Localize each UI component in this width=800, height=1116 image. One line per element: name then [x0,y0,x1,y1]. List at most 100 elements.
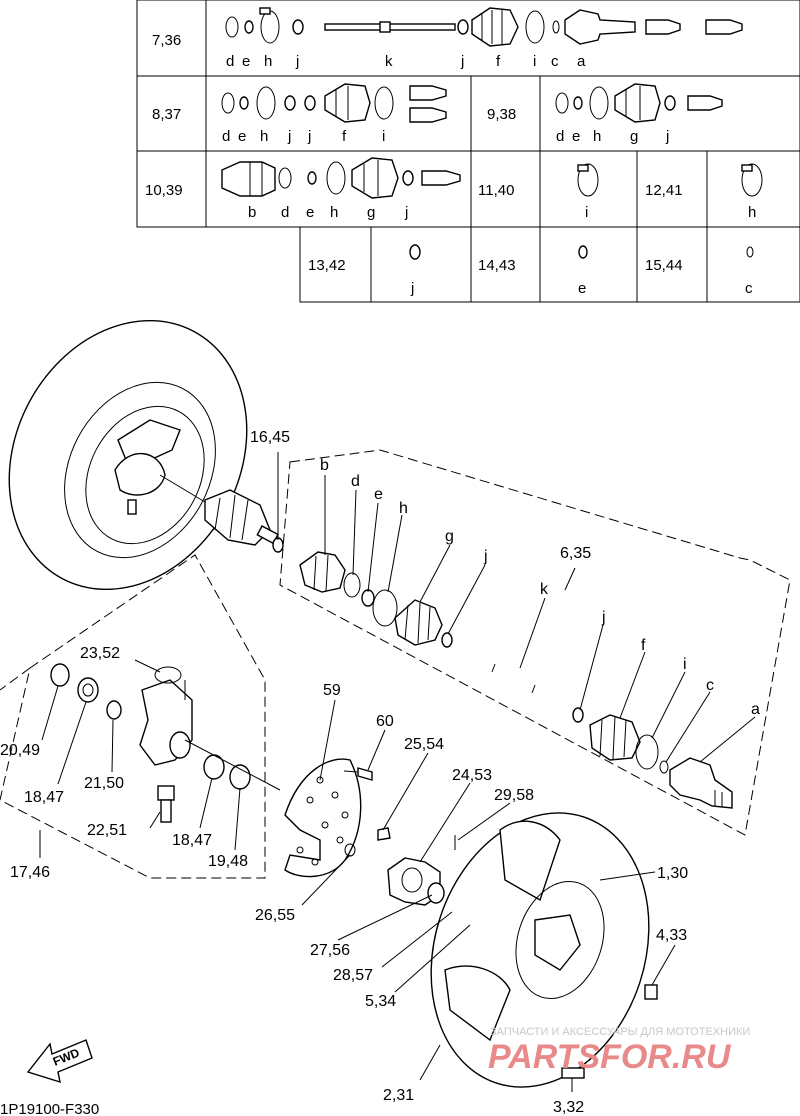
row-letter: h [260,128,268,145]
callout-23-52: 23,52 [80,645,120,662]
table-ref: 7,36 [152,32,181,49]
row-9-parts [555,83,723,123]
callout-24-53: 24,53 [452,767,492,784]
callout-c: c [706,677,714,694]
table-ref: 13,42 [308,257,346,274]
row-letter: j [287,128,291,145]
ring-d [343,572,361,598]
row-letter: b [248,204,256,221]
callout-60: 60 [376,713,394,730]
callout-k: k [540,581,549,598]
callout-j-2: j [601,609,606,626]
row-letter: i [585,204,588,221]
row-letter: j [665,128,669,145]
row-letter: j [307,128,311,145]
row-letter: h [264,53,272,70]
knuckle-assembly [0,554,281,879]
callout-59: 59 [323,682,341,699]
callout-26-55: 26,55 [255,907,295,924]
row-letter: j [410,280,414,297]
fwd-arrow: FWD [26,1039,93,1084]
callout-16-45: 16,45 [250,429,290,446]
row-letter: j [295,53,299,70]
row-7-parts [225,7,743,47]
table-ref: 10,39 [145,182,183,199]
callout-j: j [483,548,488,565]
row-letter: j [460,53,464,70]
callout-d: d [351,473,360,490]
callout-20-49: 20,49 [0,742,40,759]
callout-25-54: 25,54 [404,736,444,753]
row-10-parts [221,157,461,199]
row-letter: c [745,280,753,297]
bearing [77,677,99,703]
row-letter: e [306,204,314,221]
wheel-upper-left [8,319,279,591]
row-letter: d [222,128,230,145]
callout-e: e [374,486,383,503]
row-letter: a [577,53,586,70]
row-letter: i [533,53,536,70]
callout-21-50: 21,50 [84,775,124,792]
band-h [372,589,398,627]
boot-g [394,599,443,646]
row-letter: h [593,128,601,145]
callout-19-48: 19,48 [208,853,248,870]
callout-g: g [445,528,454,545]
callout-18-47: 18,47 [24,789,64,806]
wheel-lower-right [430,812,658,1088]
brake-disc [284,758,373,878]
row-letter: f [342,128,347,145]
row-letter: e [578,280,586,297]
table-ref: 9,38 [487,106,516,123]
disc-bolt [357,767,373,781]
callout-22-51: 22,51 [87,822,127,839]
callout-6-35: 6,35 [560,545,591,562]
washer [427,882,445,904]
watermark-logo: PARTSFOR.RU [488,1038,732,1076]
leader-lines [39,452,756,1092]
row-letter: d [281,204,289,221]
valve [561,1067,585,1079]
row-8-parts [221,83,447,123]
ball-joint [157,785,175,801]
row-15-part [746,246,754,258]
washer-e [361,589,375,607]
row-letter: k [385,53,393,70]
callout-27-56: 27,56 [310,942,350,959]
row-letter: g [630,128,638,145]
row-letter: e [572,128,580,145]
row-letter: c [551,53,559,70]
callout-1-30: 1,30 [657,865,688,882]
row-letter: j [404,204,408,221]
row-letter: i [382,128,385,145]
legend-table: 7,36 8,37 9,38 10,39 11,40 12,41 13,42 1… [136,0,800,303]
drawing-code: 1P19100-F330 [0,1101,99,1116]
row-letter: e [238,128,246,145]
callout-f: f [641,637,646,654]
row-13-part [409,244,421,260]
callout-b: b [320,457,329,474]
clip-c [659,760,669,774]
band-i [635,734,659,770]
table-ref: 11,40 [478,182,514,199]
row-11-part [577,163,599,197]
row-letter: h [748,204,756,221]
oil-seal [50,663,70,687]
callout-28-57: 28,57 [333,967,373,984]
callout-3-32: 3,32 [553,1099,584,1116]
callout-18-47-b: 18,47 [172,832,212,849]
callout-5-34: 5,34 [365,993,396,1010]
callout-17-46: 17,46 [10,864,50,881]
callout-i: i [683,656,687,673]
cotter-ring [154,666,182,684]
row-12-part [741,163,763,197]
band-j [441,632,453,648]
row-letter: e [242,53,250,70]
watermark-tagline: ЗАПЧАСТИ И АКСЕССУАРЫ ДЛЯ МОТОТЕХНИКИ [490,1026,750,1038]
callout-a: a [751,701,760,718]
row-14-part [578,245,588,259]
callout-2-31: 2,31 [383,1087,414,1104]
outer-joint-a [669,757,733,809]
